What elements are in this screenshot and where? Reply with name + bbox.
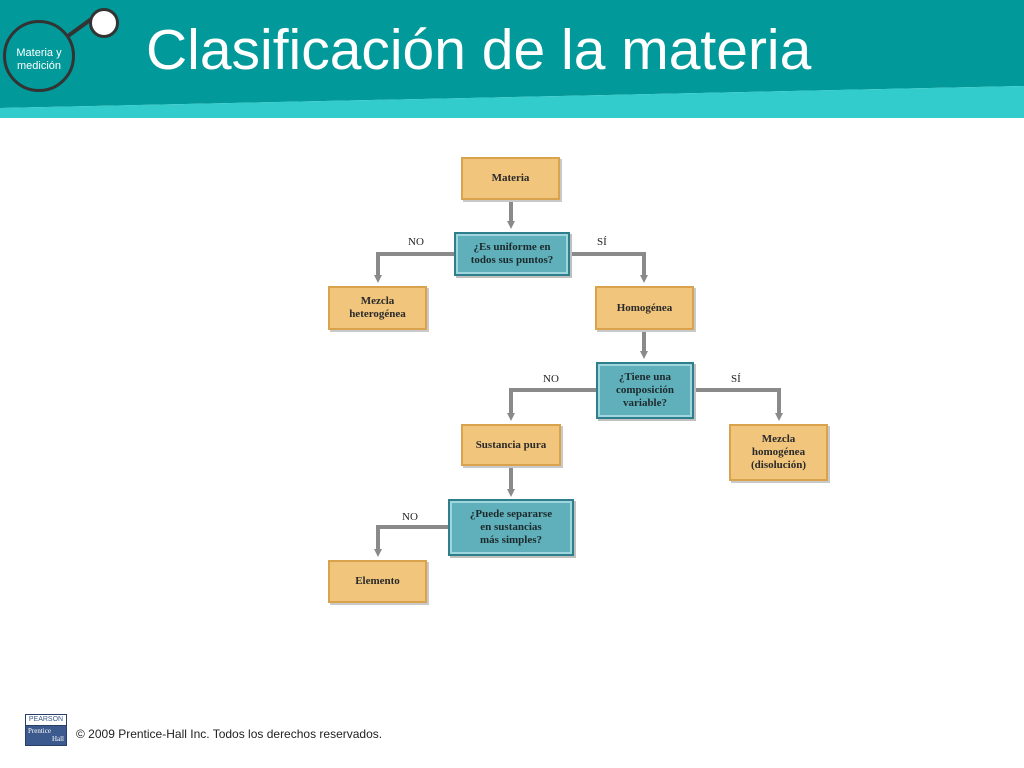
node-question-uniforme: ¿Es uniforme en todos sus puntos? xyxy=(454,232,570,276)
node-materia: Materia xyxy=(461,157,560,200)
slide-header: Materia y medición Clasificación de la m… xyxy=(0,0,1024,120)
node-mezcla-homogenea: Mezcla homogénea (disolución) xyxy=(729,424,828,481)
edge-label-no-2: NO xyxy=(543,373,559,385)
edge-label-si-1: SÍ xyxy=(597,236,607,248)
node-question-composicion: ¿Tiene una composición variable? xyxy=(596,362,694,419)
node-elemento: Elemento xyxy=(328,560,427,603)
badge-line-2: medición xyxy=(16,60,62,72)
badge-dot xyxy=(89,8,119,38)
edge-q3-no xyxy=(374,525,450,557)
node-question-separarse: ¿Puede separarse en sustancias más simpl… xyxy=(448,499,574,556)
node-sustancia-pura: Sustancia pura xyxy=(461,424,561,466)
edge-q1-no xyxy=(374,252,456,283)
edge-q1-si xyxy=(568,252,648,283)
edge-q2-no xyxy=(507,388,598,421)
slide-title: Clasificación de la materia xyxy=(146,18,812,82)
badge-line-1: Materia y xyxy=(16,47,62,59)
copyright-notice: © 2009 Prentice-Hall Inc. Todos los dere… xyxy=(76,727,383,741)
edge-label-si-2: SÍ xyxy=(731,373,741,385)
node-mezcla-heterogenea: Mezcla heterogénea xyxy=(328,286,427,330)
header-banner xyxy=(0,0,1024,118)
edge-label-no-3: NO xyxy=(402,511,418,523)
pearson-logo: PEARSON Prentice Hall xyxy=(25,714,67,746)
edge-label-no-1: NO xyxy=(408,236,424,248)
node-homogenea: Homogénea xyxy=(595,286,694,330)
edge-q2-si xyxy=(692,388,783,421)
section-badge: Materia y medición xyxy=(3,20,75,92)
